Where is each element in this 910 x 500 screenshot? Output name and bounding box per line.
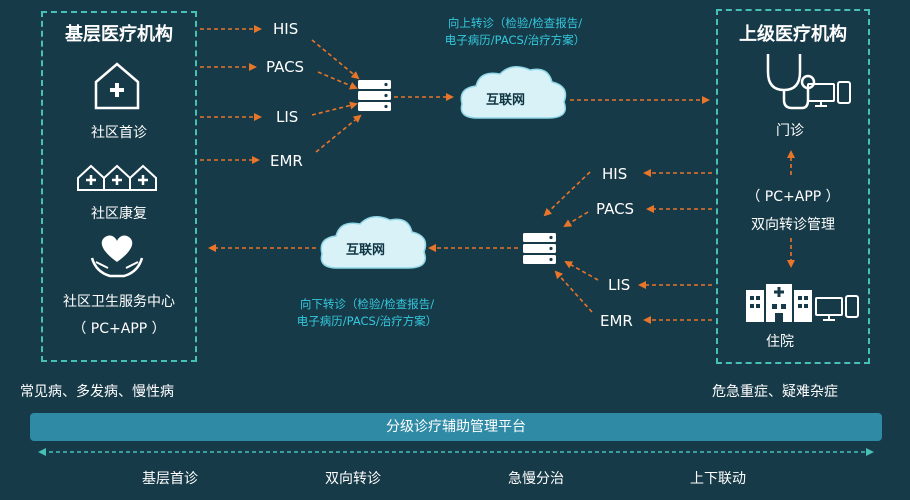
right-caption: 危急重症、疑难杂症 bbox=[712, 384, 838, 400]
cloud-icon-upper bbox=[460, 66, 567, 119]
system-label-his-down: HIS bbox=[602, 165, 628, 183]
server-icon-upper bbox=[358, 80, 391, 111]
right-channel-label: （ PC+APP ） bbox=[746, 189, 840, 205]
item-community-first-visit: 社区首诊 bbox=[91, 125, 147, 141]
system-label-emr-down: EMR bbox=[600, 312, 633, 330]
right-inpatient-label: 住院 bbox=[766, 334, 794, 350]
left-institution-box bbox=[41, 11, 197, 362]
downward-arrows bbox=[208, 169, 712, 324]
server-icon-lower bbox=[523, 233, 556, 264]
system-label-his-up: HIS bbox=[273, 20, 299, 38]
monitor-phone-icon bbox=[807, 81, 851, 107]
platform-bar: 分级诊疗辅助管理平台 bbox=[30, 413, 882, 441]
right-institution-box bbox=[716, 9, 870, 364]
houses-medical-icon bbox=[77, 164, 157, 191]
monitor-phone-icon-lower bbox=[815, 295, 859, 321]
item-community-health-center: 社区卫生服务中心 bbox=[63, 294, 175, 310]
downward-transfer-note: 向下转诊（检验/检查报告/ 电子病历/PACS/治疗方案） bbox=[296, 297, 438, 328]
system-label-pacs-down: PACS bbox=[596, 200, 635, 218]
cloud-icon-lower bbox=[320, 216, 427, 269]
house-medical-icon bbox=[94, 62, 140, 110]
system-label-lis-up: LIS bbox=[276, 108, 299, 126]
feature-two-way-referral: 双向转诊 bbox=[325, 471, 381, 487]
system-label-lis-down: LIS bbox=[608, 276, 631, 294]
cloud-label-lower: 互联网 bbox=[346, 243, 386, 258]
right-referral-manage-label: 双向转诊管理 bbox=[751, 217, 835, 233]
left-box-title: 基层医疗机构 bbox=[65, 24, 173, 45]
hospital-icon bbox=[746, 284, 812, 322]
feature-up-down-linkage: 上下联动 bbox=[690, 471, 746, 487]
right-outpatient-label: 门诊 bbox=[776, 123, 804, 139]
item-community-rehab: 社区康复 bbox=[91, 206, 147, 222]
upward-arrows bbox=[200, 25, 710, 164]
feature-acute-chronic-separation: 急慢分治 bbox=[508, 471, 564, 487]
upward-transfer-note: 向上转诊（检验/检查报告/ 电子病历/PACS/治疗方案） bbox=[444, 16, 586, 47]
left-box-channel: （ PC+APP ） bbox=[72, 321, 166, 337]
right-box-title: 上级医疗机构 bbox=[739, 24, 847, 45]
left-caption: 常见病、多发病、慢性病 bbox=[20, 384, 174, 400]
system-label-pacs-up: PACS bbox=[266, 58, 305, 76]
system-label-emr-up: EMR bbox=[270, 152, 303, 170]
cloud-label-upper: 互联网 bbox=[486, 93, 526, 108]
hands-heart-icon bbox=[90, 235, 144, 278]
feature-primary-first-visit: 基层首诊 bbox=[142, 471, 198, 487]
